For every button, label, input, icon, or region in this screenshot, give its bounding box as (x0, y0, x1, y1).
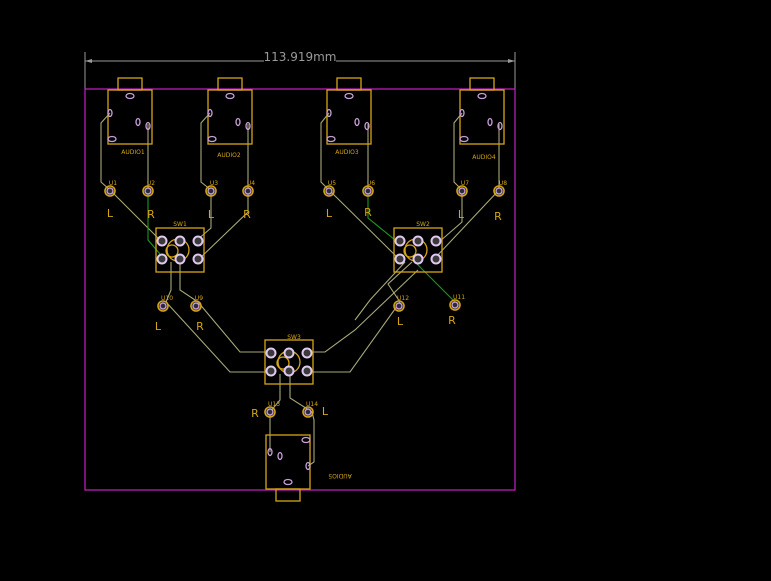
u8-channel-label: R (494, 210, 502, 223)
u13-channel-label: R (251, 407, 259, 420)
u6-ref-label: U6 (367, 180, 375, 187)
audio5-ref-label: AUDIO5 (328, 472, 352, 479)
audio1-ref-label: AUDIO1 (121, 149, 145, 156)
u9-ref-label: U9 (195, 295, 203, 302)
dimension-label: 113.919mm (263, 50, 336, 64)
u11-channel-label: R (448, 314, 456, 327)
u7-channel-label: L (458, 208, 465, 221)
u1-ref-label: U1 (109, 180, 117, 187)
terminal-u5[interactable]: U5 L (323, 180, 336, 220)
audio-jack-audio2[interactable]: AUDIO2 (207, 77, 253, 159)
audio4-ref-label: AUDIO4 (472, 154, 496, 161)
u10-channel-label: L (155, 320, 162, 333)
terminal-u6[interactable]: U6 R (362, 180, 375, 219)
audio-jack-audio1[interactable]: AUDIO1 (107, 77, 153, 156)
back-copper-traces (147, 190, 456, 303)
u6-channel-label: R (364, 206, 372, 219)
u3-channel-label: L (208, 208, 215, 221)
terminal-u8[interactable]: U8 R (493, 180, 507, 223)
terminal-u11[interactable]: U11 R (448, 294, 465, 327)
terminal-u4[interactable]: U4 R (242, 180, 255, 221)
switch-sw3[interactable]: SW3 (264, 334, 314, 385)
u3-ref-label: U3 (210, 180, 218, 187)
u9-channel-label: R (196, 320, 204, 333)
terminal-u12[interactable]: U12 L (393, 295, 409, 328)
terminal-u1[interactable]: U1 L (104, 180, 117, 220)
switch-sw1[interactable]: SW1 (155, 221, 205, 273)
terminal-u14[interactable]: U14 L (302, 401, 329, 418)
sw3-ref-label: SW3 (287, 334, 301, 341)
u5-ref-label: U5 (328, 180, 336, 187)
u12-channel-label: L (397, 315, 404, 328)
terminal-u13[interactable]: U13 R (251, 401, 280, 420)
u2-channel-label: R (147, 208, 155, 221)
audio-jack-audio3[interactable]: AUDIO3 (326, 77, 372, 156)
audio-jack-audio5[interactable]: AUDIO5 (265, 434, 352, 502)
audio3-ref-label: AUDIO3 (335, 149, 359, 156)
u8-ref-label: U8 (499, 180, 507, 187)
sw2-ref-label: SW2 (416, 221, 430, 228)
terminal-u9[interactable]: U9 R (190, 295, 204, 333)
u2-ref-label: U2 (147, 180, 155, 187)
audio-jack-audio4[interactable]: AUDIO4 (459, 77, 505, 161)
u7-ref-label: U7 (461, 180, 469, 187)
terminal-u3[interactable]: U3 L (205, 180, 218, 221)
audio2-ref-label: AUDIO2 (217, 152, 241, 159)
u13-ref-label: U13 (268, 401, 280, 408)
u14-ref-label: U14 (306, 401, 318, 408)
u4-channel-label: R (243, 208, 251, 221)
u4-ref-label: U4 (247, 180, 255, 187)
u1-channel-label: L (107, 207, 114, 220)
terminal-u2[interactable]: U2 R (142, 180, 155, 221)
dimension-annotation[interactable]: 113.919mm (84, 50, 516, 90)
board-edge-outline (84, 88, 516, 491)
front-copper-traces (100, 112, 500, 467)
u10-ref-label: U10 (161, 295, 173, 302)
terminal-u7[interactable]: U7 L (456, 180, 469, 221)
sw1-ref-label: SW1 (173, 221, 187, 228)
u11-ref-label: U11 (453, 294, 465, 301)
switch-sw2[interactable]: SW2 (393, 221, 443, 273)
dimension-arrow-right (508, 59, 515, 63)
u5-channel-label: L (326, 207, 333, 220)
u12-ref-label: U12 (397, 295, 409, 302)
u14-channel-label: L (322, 405, 329, 418)
terminal-u10[interactable]: U10 L (155, 295, 173, 333)
dimension-arrow-left (85, 59, 92, 63)
